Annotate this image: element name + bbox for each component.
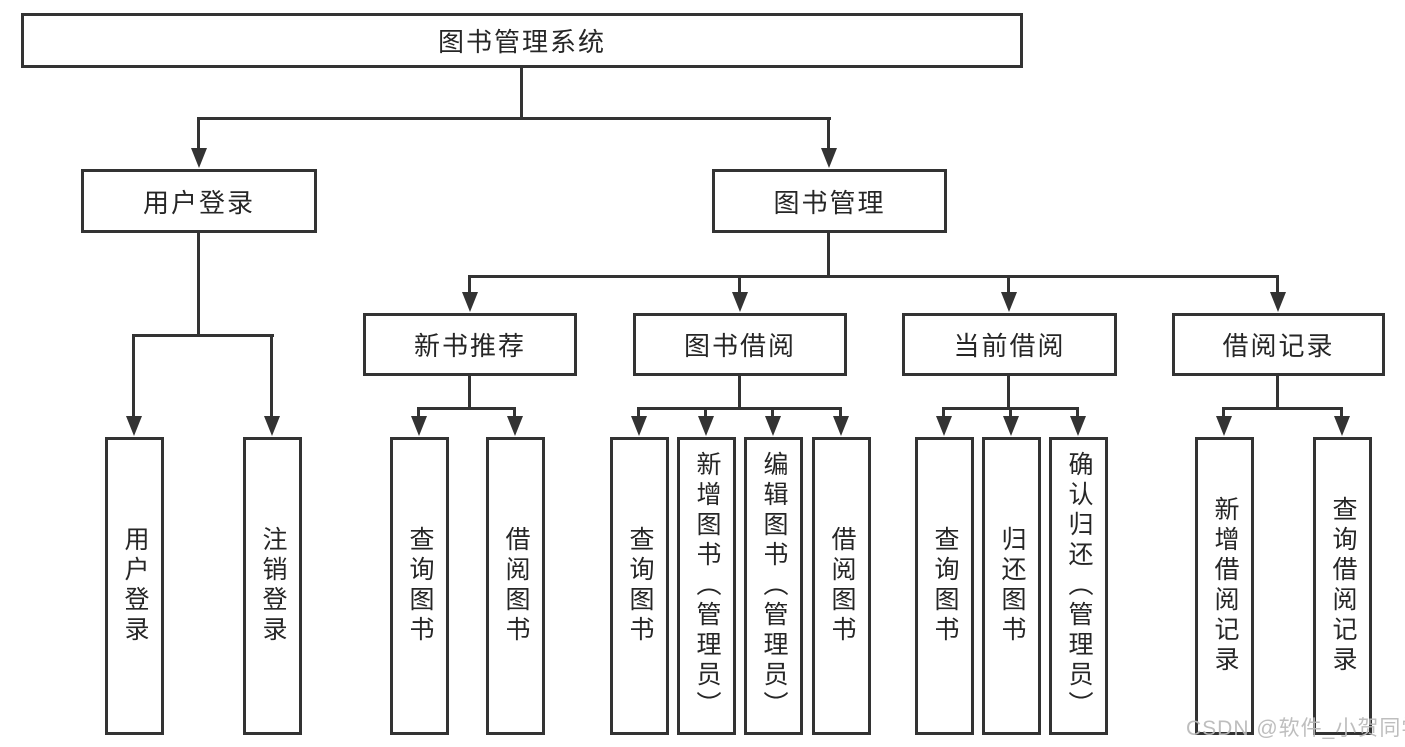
- leaf-add-borrow-record: 新增借阅记录: [1195, 437, 1254, 735]
- arrow-stem: [738, 275, 741, 294]
- arrowhead-down-icon: [1334, 416, 1350, 436]
- arrowhead-down-icon: [411, 416, 427, 436]
- arrow-stem: [1222, 407, 1225, 418]
- connector-line: [1223, 407, 1343, 410]
- leaf-return-books: 归还图书: [982, 437, 1041, 735]
- watermark: CSDN @软件_小贺同学: [1186, 717, 1405, 740]
- arrow-stem: [1276, 275, 1279, 294]
- arrow-stem: [1009, 407, 1012, 418]
- arrowhead-down-icon: [936, 416, 952, 436]
- arrow-stem: [827, 117, 830, 150]
- arrowhead-down-icon: [126, 416, 142, 436]
- leaf-logout: 注销登录: [243, 437, 302, 735]
- arrow-stem: [468, 275, 471, 294]
- connector-line: [1007, 374, 1010, 409]
- leaf-query-books-3: 查询图书: [915, 437, 974, 735]
- node-new-book-recommend: 新书推荐: [363, 313, 577, 376]
- leaf-user-login: 用户登录: [105, 437, 164, 735]
- node-book-mgmt: 图书管理: [712, 169, 947, 233]
- connector-line: [418, 407, 516, 410]
- arrowhead-down-icon: [631, 416, 647, 436]
- connector-line: [738, 374, 741, 409]
- leaf-borrow-books-2: 借阅图书: [812, 437, 871, 735]
- arrow-stem: [1076, 407, 1079, 418]
- arrow-stem: [704, 407, 707, 418]
- leaf-query-books-2: 查询图书: [610, 437, 669, 735]
- node-book-borrow: 图书借阅: [633, 313, 847, 376]
- connector-line: [1276, 374, 1279, 409]
- arrowhead-down-icon: [732, 292, 748, 312]
- arrow-stem: [1340, 407, 1343, 418]
- node-user-login: 用户登录: [81, 169, 317, 233]
- connector-line: [468, 275, 1278, 278]
- connector-line: [468, 374, 471, 409]
- connector-line: [520, 68, 523, 119]
- arrowhead-down-icon: [1001, 292, 1017, 312]
- arrowhead-down-icon: [1070, 416, 1086, 436]
- arrow-stem: [270, 334, 273, 418]
- arrow-stem: [1007, 275, 1010, 294]
- arrow-stem: [771, 407, 774, 418]
- arrowhead-down-icon: [698, 416, 714, 436]
- arrowhead-down-icon: [507, 416, 523, 436]
- arrowhead-down-icon: [1003, 416, 1019, 436]
- leaf-add-books-admin: 新增图书（管理员）: [677, 437, 736, 735]
- arrow-stem: [942, 407, 945, 418]
- node-root: 图书管理系统: [21, 13, 1023, 68]
- connector-line: [638, 407, 842, 410]
- node-current-borrow: 当前借阅: [902, 313, 1117, 376]
- arrow-stem: [513, 407, 516, 418]
- arrowhead-down-icon: [191, 148, 207, 168]
- connector-line: [197, 232, 200, 336]
- arrow-stem: [417, 407, 420, 418]
- connector-line: [827, 232, 830, 277]
- arrowhead-down-icon: [264, 416, 280, 436]
- connector-line: [197, 117, 831, 120]
- leaf-edit-books-admin: 编辑图书（管理员）: [744, 437, 803, 735]
- arrowhead-down-icon: [1270, 292, 1286, 312]
- node-borrow-records: 借阅记录: [1172, 313, 1385, 376]
- arrow-stem: [197, 117, 200, 150]
- arrowhead-down-icon: [1216, 416, 1232, 436]
- arrowhead-down-icon: [765, 416, 781, 436]
- leaf-query-borrow-record: 查询借阅记录: [1313, 437, 1372, 735]
- leaf-borrow-books-1: 借阅图书: [486, 437, 545, 735]
- leaf-confirm-return-admin: 确认归还（管理员）: [1049, 437, 1108, 735]
- arrowhead-down-icon: [462, 292, 478, 312]
- arrowhead-down-icon: [821, 148, 837, 168]
- arrow-stem: [637, 407, 640, 418]
- arrow-stem: [839, 407, 842, 418]
- arrowhead-down-icon: [833, 416, 849, 436]
- connector-line: [132, 334, 274, 337]
- leaf-query-books-1: 查询图书: [390, 437, 449, 735]
- arrow-stem: [132, 334, 135, 418]
